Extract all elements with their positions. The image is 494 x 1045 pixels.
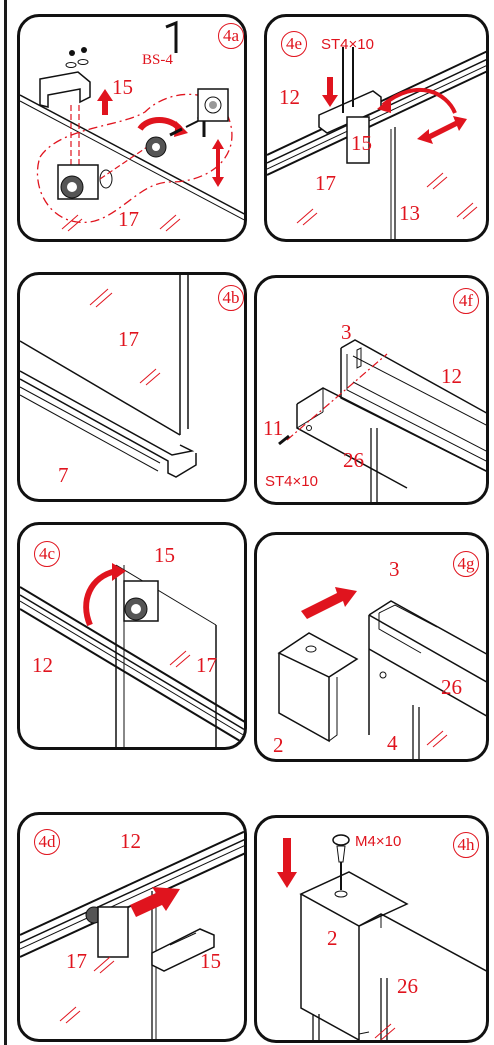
panel-4d-drawing [20,830,244,1039]
step-badge-4e: 4e [281,31,307,57]
panel-4a: 4a 15 17 BS-4 [17,14,247,242]
part-label-15: 15 [112,75,133,99]
part-label-12: 12 [441,364,462,388]
part-label-13: 13 [399,201,420,225]
step-badge-4a: 4a [218,23,244,49]
screw-label-st4x10: ST4×10 [265,473,318,490]
panel-4e-drawing [267,47,486,239]
panel-4d: 4d 12 17 15 [17,812,247,1042]
panel-4e: 4e ST4×10 12 15 17 13 [264,14,489,242]
part-label-4: 4 [387,731,398,755]
part-label-15: 15 [351,131,372,155]
part-label-17: 17 [118,327,139,351]
part-label-15: 15 [200,949,221,973]
tool-label: BS-4 [142,52,173,68]
part-label-26: 26 [343,448,364,472]
part-label-12: 12 [120,829,141,853]
panel-4g: 4g 3 26 2 4 [254,532,489,762]
panel-4c: 4c 15 12 17 [17,522,247,750]
part-label-11: 11 [263,416,284,440]
part-label-3: 3 [341,320,352,344]
part-label-17: 17 [196,653,217,677]
panel-4h: 4h M4×10 2 26 [254,815,489,1043]
part-label-17: 17 [118,207,139,231]
step-badge-4d: 4d [34,829,60,855]
panel-4h-drawing [277,834,486,1040]
panel-4g-drawing [277,587,486,759]
step-badge-4f: 4f [453,288,479,314]
screw-label-st4x10: ST4×10 [321,36,374,53]
panel-4f: 4f 3 12 11 26 ST4×10 [254,275,489,505]
step-badge-4b: 4b [218,285,244,311]
part-label-12: 12 [32,653,53,677]
part-label-17: 17 [66,949,87,973]
part-label-26: 26 [397,974,418,998]
panel-4f-drawing [278,339,486,502]
panel-4a-drawing [20,20,244,232]
part-label-15: 15 [154,543,175,567]
part-label-17: 17 [315,171,336,195]
screw-label-m4x10: M4×10 [355,833,402,850]
step-badge-4h: 4h [453,832,479,858]
part-label-7: 7 [58,463,69,487]
part-label-12: 12 [279,85,300,109]
step-badge-4c: 4c [34,541,60,567]
part-label-26: 26 [441,675,462,699]
step-badge-4g: 4g [453,551,479,577]
part-label-2: 2 [273,733,284,757]
part-label-3: 3 [389,557,400,581]
part-label-2: 2 [327,926,338,950]
panel-4b: 4b 17 7 [17,272,247,502]
panel-4b-drawing [20,275,197,478]
panel-4c-drawing [20,563,244,747]
page-spine-line [4,0,7,1045]
